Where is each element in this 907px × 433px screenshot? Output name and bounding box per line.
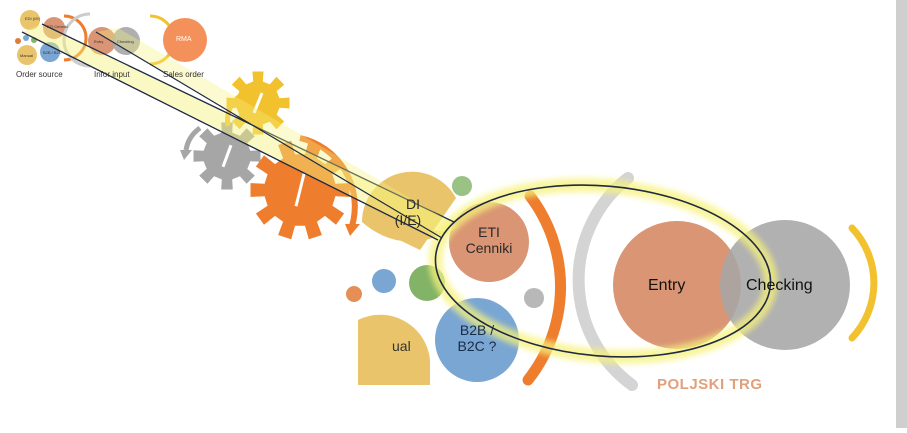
poljski-trg-caption: POLJSKI TRG (657, 376, 763, 393)
gear-arrow-head (180, 150, 192, 160)
sales-order-label: Sales order (163, 70, 204, 79)
small-blue-dot (372, 269, 396, 293)
eti-label-line1: ETI (478, 224, 500, 240)
thumb-small-dot (15, 38, 21, 44)
thumb-small-dot (23, 35, 29, 41)
thumb-manual-circle (17, 45, 37, 65)
edi-label-line2: (I/E) (394, 212, 422, 228)
thumb-eti-label: ETI Cenniki (47, 24, 68, 29)
small-gray-dot (524, 288, 544, 308)
manual-partial-label: ual (392, 338, 411, 354)
eti-label-line2: Cenniki (465, 240, 513, 256)
orange-gear-mark (294, 173, 306, 207)
thumb-b2b-label: B2B / B2C (43, 50, 62, 55)
thumb-rma-circle (163, 18, 207, 62)
entry-label: Entry (648, 277, 686, 294)
connector-line (21, 31, 439, 241)
order-source-label: Order source (16, 70, 63, 79)
manual-shape (358, 314, 430, 385)
b2b-label-line2: B2C ? (457, 338, 497, 354)
gears-group (193, 71, 350, 240)
gear-arrow-head (345, 224, 360, 236)
gray-gear-mark (221, 144, 233, 168)
thumb-edi-circle (20, 10, 40, 30)
eti-circle (449, 202, 529, 282)
highlight-wedge (22, 24, 454, 240)
entry-circle (613, 221, 741, 349)
edi-label-line1: DI (406, 196, 420, 212)
thumb-edi-label: EDI (I/E) (25, 16, 41, 21)
thumb-eti-circle (43, 17, 65, 39)
connector-line (95, 31, 443, 239)
thumb-manual-label: Manual (20, 53, 34, 58)
gold-arc (848, 224, 878, 342)
thumb-checking-circle (112, 27, 140, 55)
thumb-checking-label: Checking (117, 39, 134, 44)
thumb-b2b-circle (40, 42, 60, 62)
thumb-entry-circle (88, 27, 116, 55)
small-green-dot (452, 176, 472, 196)
gear-arrow (183, 125, 202, 151)
thumb-arc (62, 12, 91, 68)
right-border-bar (896, 0, 907, 428)
thumb-entry-label: Entry (94, 39, 104, 44)
thumbnail-group (15, 10, 207, 68)
highlight-wedge (96, 28, 458, 238)
b2b-label-line1: B2B / (459, 322, 495, 338)
orange-arc (522, 190, 567, 386)
small-orange-dot (346, 286, 362, 302)
infor-input-label: Infor input (94, 70, 130, 79)
thumb-rma-label: RMA (176, 36, 192, 43)
gear-arrow (225, 93, 242, 127)
highlight-overlay (21, 23, 778, 364)
gold-gear-mark (252, 92, 264, 114)
highlight-ellipse (434, 184, 772, 358)
gear-arrow (299, 135, 358, 227)
checking-label: Checking (746, 277, 813, 294)
edi-shape-lower (362, 222, 448, 242)
b2b-circle (435, 298, 519, 382)
